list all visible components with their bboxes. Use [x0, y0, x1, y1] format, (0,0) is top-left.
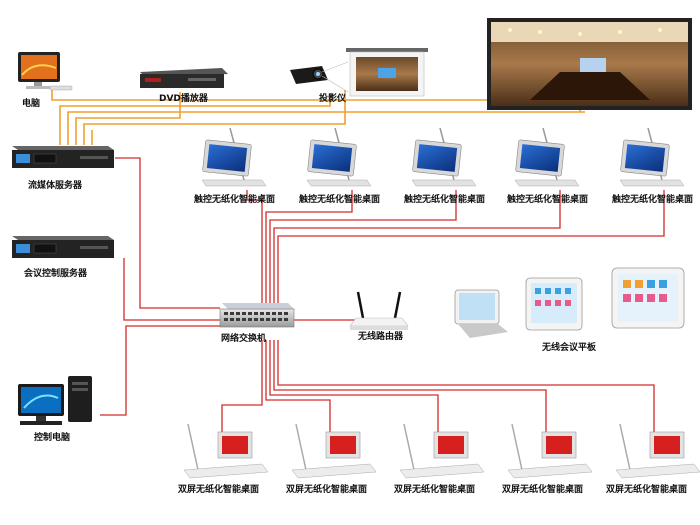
- wireless-router-icon: [349, 291, 409, 330]
- touch-desk-icon-4: [514, 127, 580, 187]
- touch-desk-label-2: 触控无纸化智能桌面: [299, 195, 381, 205]
- projector-icon: [290, 61, 349, 93]
- tablets-icon: [454, 267, 685, 338]
- computer-label: 电脑: [22, 99, 41, 109]
- tablets-label: 无线会议平板: [542, 343, 597, 353]
- touch-desk-label-5: 触控无纸化智能桌面: [612, 195, 694, 205]
- av-line-4: [75, 92, 181, 145]
- tablet-medium: [525, 277, 583, 331]
- dual-desk-icon-4: [507, 423, 593, 479]
- net-control-pc: [100, 325, 220, 416]
- tablet-large: [611, 267, 685, 329]
- net-touch-5: [277, 190, 665, 305]
- tablet-small: [454, 289, 508, 338]
- dvd-player-label: DVD播放器: [159, 94, 208, 104]
- net-streaming: [115, 157, 220, 309]
- net-dual-5: [277, 340, 655, 432]
- network-connections: [100, 157, 665, 432]
- conference-display-icon: [487, 18, 692, 110]
- net-touch-1: [246, 190, 263, 305]
- dual-desk-label-4: 双屏无纸化智能桌面: [502, 485, 584, 495]
- net-dual-1: [221, 340, 263, 432]
- switch-label: 网络交换机: [221, 334, 267, 344]
- streaming-server-label: 流媒体服务器: [28, 181, 83, 191]
- net-touch-3: [269, 190, 457, 305]
- control-pc-icon: [18, 376, 92, 425]
- net-dual-3: [269, 340, 439, 432]
- control-pc-label: 控制电脑: [34, 433, 71, 443]
- touch-desk-label-4: 触控无纸化智能桌面: [507, 195, 589, 205]
- touch-desk-icon-3: [411, 127, 477, 187]
- touch-desk-label-1: 触控无纸化智能桌面: [194, 195, 276, 205]
- net-dual-2: [265, 340, 331, 432]
- dvd-player-icon: [140, 68, 228, 88]
- touch-desk-icon-5: [619, 127, 685, 187]
- net-conference: [123, 258, 220, 321]
- touch-desk-label-3: 触控无纸化智能桌面: [404, 195, 486, 205]
- av-line-5: [83, 90, 346, 145]
- conference-server-label: 会议控制服务器: [24, 269, 88, 279]
- dual-desk-icon-3: [399, 423, 485, 479]
- router-label: 无线路由器: [358, 332, 404, 342]
- av-line-3: [67, 111, 585, 145]
- net-touch-2: [265, 190, 353, 305]
- network-switch-icon: [219, 303, 295, 328]
- projector-label: 投影仪: [319, 94, 347, 104]
- dual-desk-label-3: 双屏无纸化智能桌面: [394, 485, 476, 495]
- net-touch-4: [273, 190, 561, 305]
- dual-desk-label-2: 双屏无纸化智能桌面: [286, 485, 368, 495]
- dual-desk-icon-2: [291, 423, 377, 479]
- streaming-server-icon: [12, 146, 114, 168]
- touch-desk-icon-2: [306, 127, 372, 187]
- dual-desk-label-5: 双屏无纸化智能桌面: [606, 485, 688, 495]
- dual-desk-label-1: 双屏无纸化智能桌面: [178, 485, 260, 495]
- touch-desk-icon-1: [201, 127, 267, 187]
- projection-screen-icon: [346, 48, 428, 97]
- net-dual-4: [273, 340, 547, 432]
- computer-icon: [18, 52, 73, 91]
- dual-desk-icon-1: [183, 423, 269, 479]
- conference-server-icon: [12, 236, 114, 258]
- av-line-2: [59, 98, 331, 145]
- dual-desk-icon-5: [615, 423, 700, 479]
